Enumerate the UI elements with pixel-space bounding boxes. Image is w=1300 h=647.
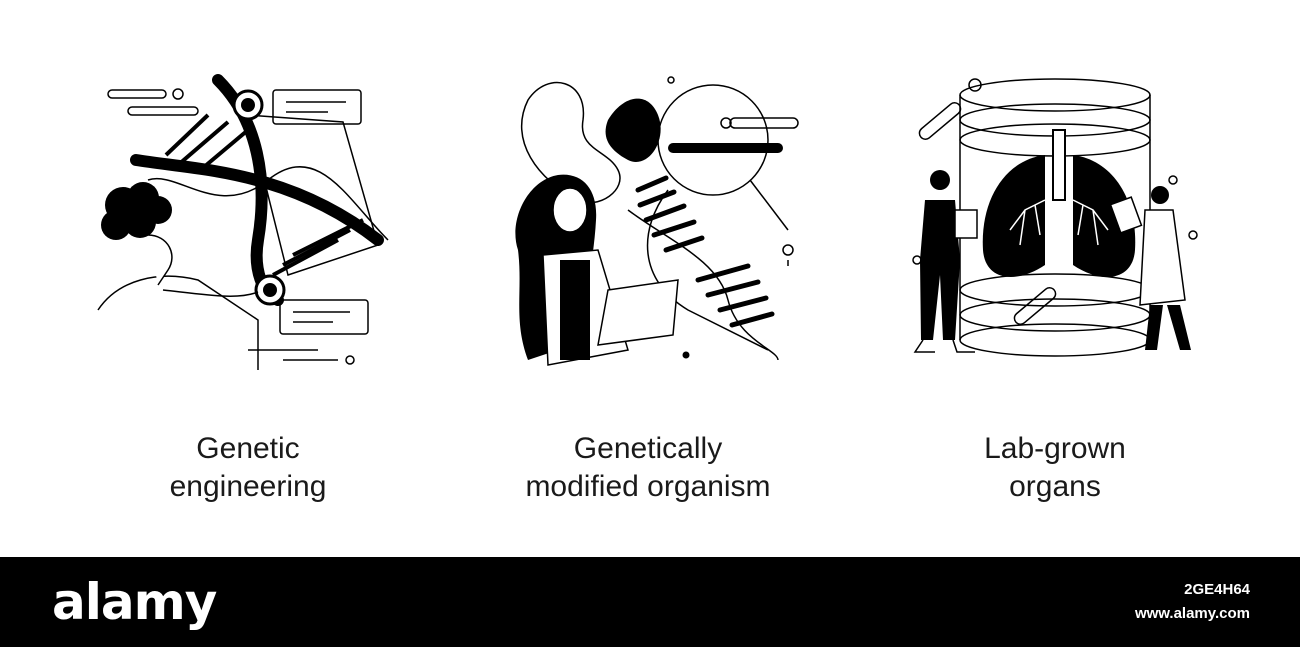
caption-lab-grown-organs: Lab-grown organs: [895, 430, 1215, 506]
caption-gmo: Genetically modified organism: [488, 430, 808, 506]
gmo-scientist-icon: [515, 76, 799, 366]
lungs-lab-icon: [912, 78, 1198, 357]
dna-scientist-icon: [97, 74, 389, 370]
illustration-genetic-engineering: Genetic engineering: [88, 60, 408, 520]
image-id: 2GE4H64: [1184, 581, 1250, 598]
alamy-logo: alamy: [52, 573, 217, 631]
caption-line2: modified organism: [525, 470, 771, 503]
illustration-lab-grown-organs: Lab-grown organs: [895, 60, 1215, 520]
illustration-gmo: Genetically modified organism: [488, 60, 808, 520]
caption-line1: Lab-grown: [984, 432, 1126, 465]
caption-line2: engineering: [169, 470, 327, 503]
watermark-bar: alamy 2GE4H64 www.alamy.com: [0, 557, 1300, 647]
caption-genetic-engineering: Genetic engineering: [88, 430, 408, 506]
caption-line1: Genetically: [573, 432, 723, 465]
caption-line1: Genetic: [196, 432, 300, 465]
site-url: www.alamy.com: [1134, 605, 1250, 622]
caption-line2: organs: [1009, 470, 1101, 503]
